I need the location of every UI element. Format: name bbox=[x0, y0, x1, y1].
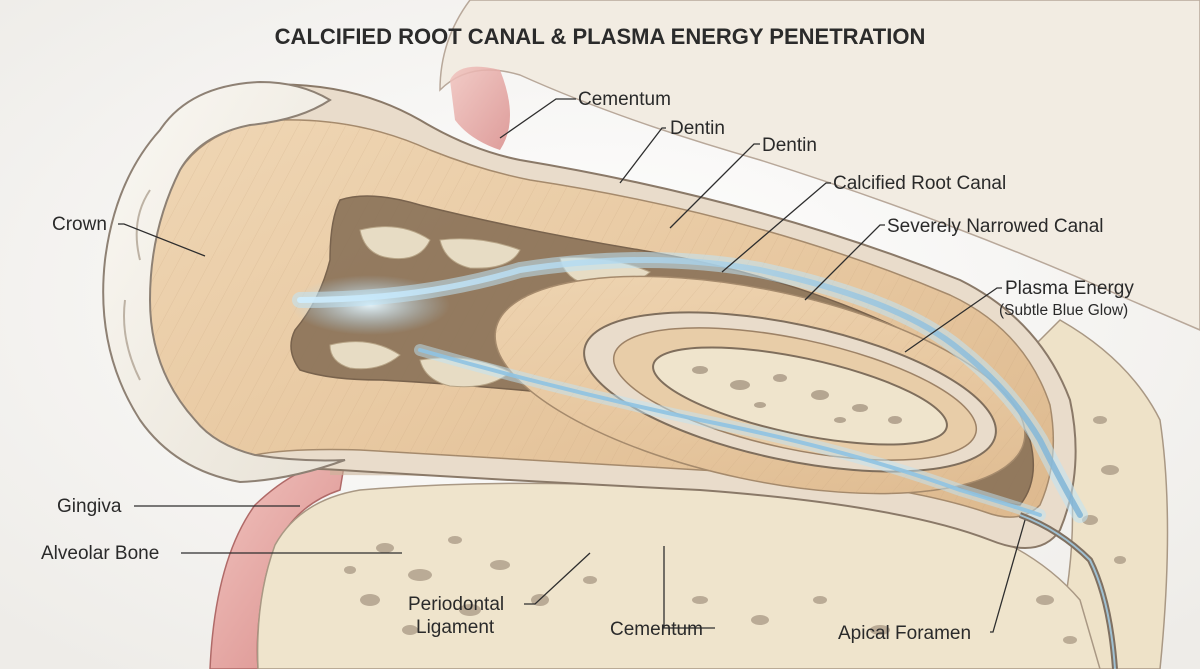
label-gingiva: Gingiva bbox=[57, 496, 122, 517]
label-calcified-root-canal: Calcified Root Canal bbox=[833, 173, 1006, 194]
label-periodontal-line1: Periodontal bbox=[408, 594, 504, 615]
leader-lines bbox=[118, 98, 1026, 633]
label-apical-foramen: Apical Foramen bbox=[838, 623, 971, 644]
inner-core-trabeculae bbox=[692, 366, 902, 424]
upper-gum-pink bbox=[450, 66, 510, 150]
leader-plasma-energy bbox=[904, 287, 1002, 353]
label-severely-narrowed-canal: Severely Narrowed Canal bbox=[887, 216, 1104, 237]
label-alveolar-bone: Alveolar Bone bbox=[41, 543, 159, 564]
label-periodontal-line2: Ligament bbox=[416, 617, 495, 638]
label-dentin-1: Dentin bbox=[670, 118, 725, 139]
leader-apical-foramen bbox=[990, 519, 1026, 633]
leader-calcified-canal bbox=[721, 182, 831, 273]
leader-crown bbox=[118, 223, 206, 257]
crown-enamel bbox=[102, 80, 346, 484]
label-plasma-energy-sub: (Subtle Blue Glow) bbox=[999, 302, 1128, 319]
label-cementum-top: Cementum bbox=[578, 89, 671, 110]
inner-bone-core bbox=[652, 346, 948, 446]
leader-cementum-top bbox=[499, 98, 576, 139]
leader-dentin-2 bbox=[669, 143, 760, 229]
label-dentin-2: Dentin bbox=[762, 135, 817, 156]
crown-ridges bbox=[123, 189, 151, 381]
label-cementum-bottom: Cementum bbox=[610, 619, 703, 640]
upper-gingiva bbox=[439, 0, 1200, 331]
bone-trabeculae bbox=[344, 416, 1126, 644]
leader-narrowed-canal bbox=[804, 224, 885, 301]
label-crown: Crown bbox=[52, 214, 107, 235]
leader-dentin-1 bbox=[619, 127, 666, 184]
diagram-title: CALCIFIED ROOT CANAL & PLASMA ENERGY PEN… bbox=[275, 24, 926, 49]
plasma-energy-glow bbox=[290, 252, 1088, 523]
leader-cementum-bottom bbox=[663, 546, 715, 629]
leader-periodontal bbox=[524, 552, 591, 605]
label-plasma-energy: Plasma Energy bbox=[1005, 278, 1134, 299]
apical-foramen-glow bbox=[1019, 514, 1116, 669]
